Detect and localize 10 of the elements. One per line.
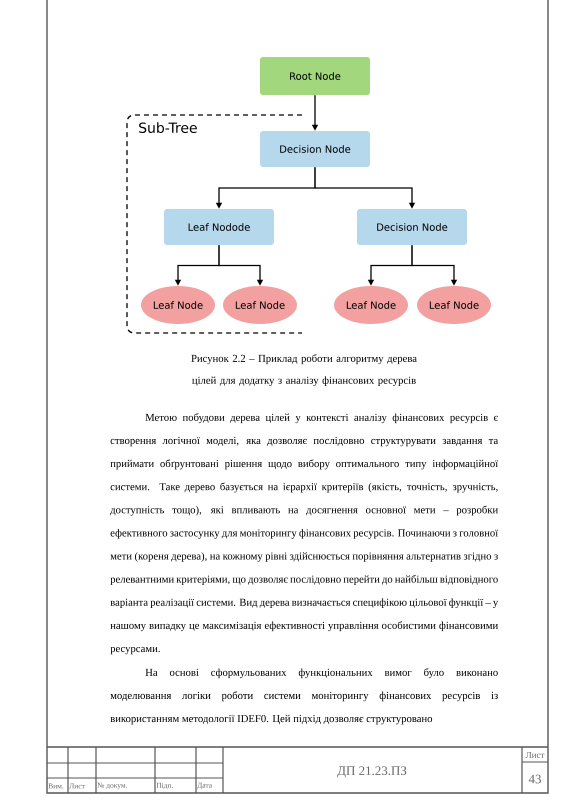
decision-box: Decision Node (260, 131, 370, 167)
decision-box: Decision Node (357, 209, 467, 245)
figure-caption: Рисунок 2.2 – Приклад роботи алгоритму дерева цілей для додатку з аналізу фінансових ресурсів (191, 354, 417, 386)
document-code: ДП 21.23.ПЗ (337, 766, 406, 778)
decision-box: Leaf Nodode (164, 209, 274, 245)
body-paragraph: Метою побудови дерева цілей у контексті аналізу фінансових ресурсів є створення логічної моделі, яка дозволяє послідовно структурувати завдання та приймати обґрунтовані рішення щодо вибору оптимального типу інформаційної системи. Таке дерево базується на ієрархії критеріїв (якість, точність, зручність, доступність тощо), які впливають на досягнення основної мети – розробки ефективного застосунку для моніторингу фінансових ресурсів. Починаючи з головної мети (кореня дерева), на кожному рівні здійснюється порівняння альтернатив згідно з релевантними критеріями, що дозволяє послідовно перейти до найбільш відповідного варіанта реалізації системи. Вид дерева визначається специфікою цільової функції – у нашому випадку це максимізація ефективності управління особистими фінансовими ресурсами. (110, 413, 498, 654)
body-paragraph: На основі сформульованих функціональних вимог було виконано моделювання логіки роботи системи моніторингу фінансових ресурсів із використанням методології IDEF0. Цей підхід дозволяє структуровано (110, 668, 498, 724)
root-box: Root Node (260, 57, 370, 95)
sheet-label: Лист (526, 752, 544, 758)
sheet-number: 43 (528, 774, 541, 784)
